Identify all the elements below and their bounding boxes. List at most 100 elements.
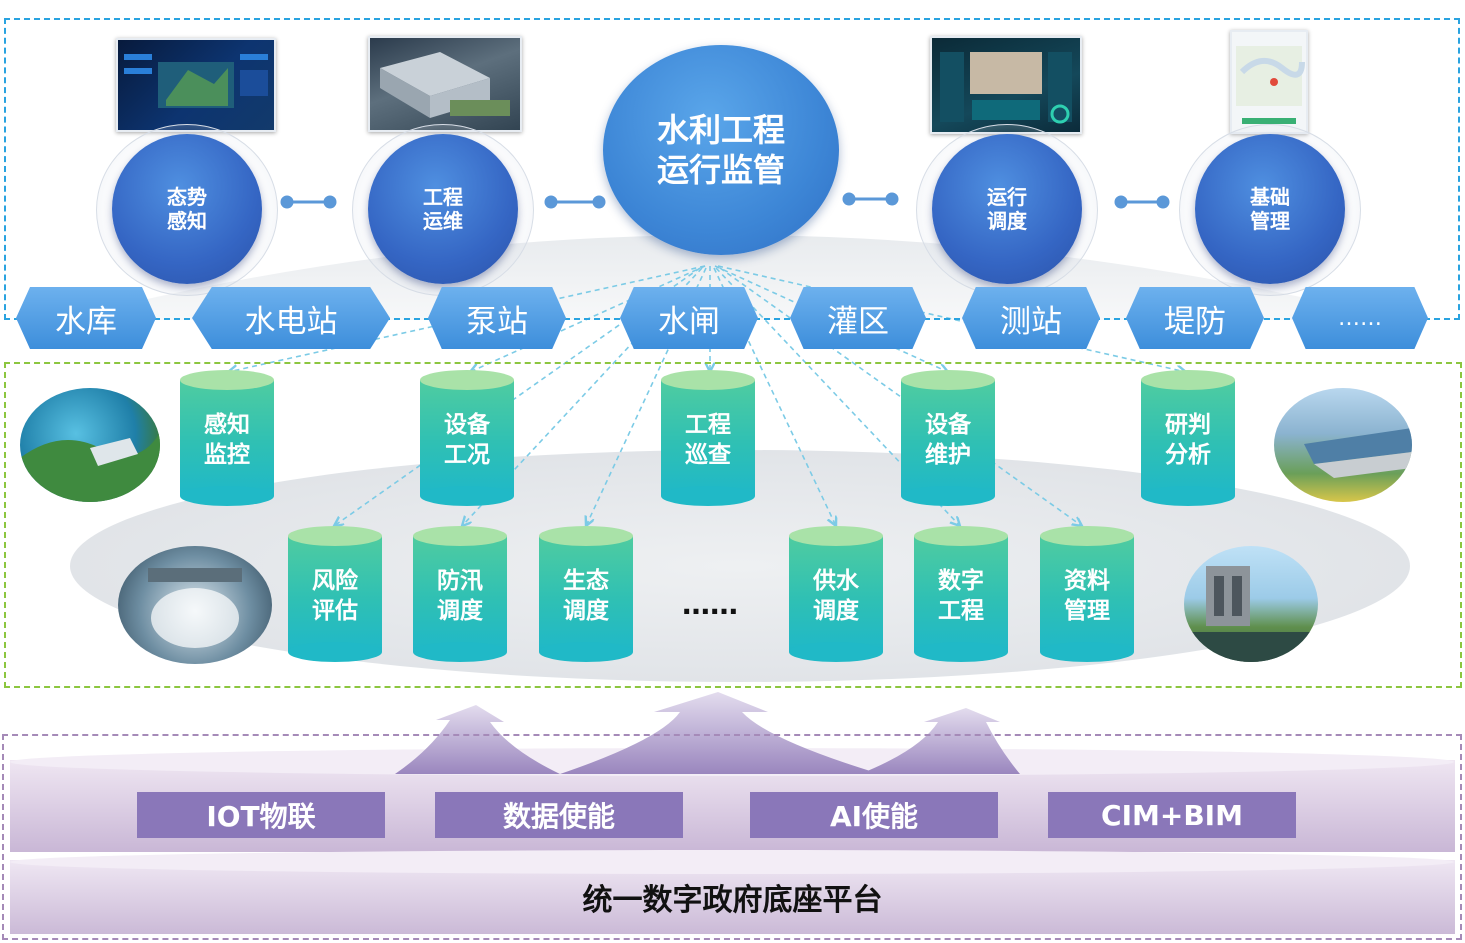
function-basic-management[interactable]: 基础 管理 bbox=[1179, 124, 1361, 296]
connectors bbox=[280, 192, 1170, 209]
object-more[interactable]: …… bbox=[1292, 287, 1428, 349]
cylinder-body bbox=[661, 380, 755, 496]
up-arrow-center bbox=[560, 692, 880, 774]
app-label-line2: 工程 bbox=[938, 598, 984, 624]
app-label-line2: 分析 bbox=[1165, 442, 1211, 468]
building-model-icon bbox=[380, 52, 510, 118]
cylinder-top bbox=[288, 526, 382, 546]
app-equipment-maintenance[interactable]: 设备维护 bbox=[901, 370, 995, 506]
cylinder-top bbox=[901, 370, 995, 390]
spillway-photo bbox=[118, 546, 272, 664]
app-label-line1: 供水 bbox=[813, 568, 859, 594]
dashboard-screen-icon bbox=[124, 54, 268, 108]
object-sluice[interactable]: 水闸 bbox=[620, 287, 758, 349]
capability-iot[interactable]: IOT物联 bbox=[137, 792, 385, 838]
app-label-line1: 设备 bbox=[444, 412, 490, 438]
reservoir-photo bbox=[20, 388, 160, 502]
app-label-line1: 资料 bbox=[1064, 568, 1110, 594]
platform-slab-top bbox=[10, 850, 1454, 874]
canal-photo bbox=[1274, 388, 1412, 502]
dispatch-screen-icon bbox=[940, 52, 1072, 124]
cylinder-body bbox=[914, 536, 1008, 652]
app-label-line2: 维护 bbox=[925, 442, 971, 468]
apps-more-ellipsis: …… bbox=[682, 588, 738, 621]
cylinder-bottom bbox=[914, 642, 1008, 662]
center-title-line2: 运行监管 bbox=[656, 151, 785, 189]
engineering-3d-thumbnail bbox=[368, 36, 522, 132]
app-label: 资料管理 bbox=[1040, 566, 1134, 626]
app-label: 生态调度 bbox=[539, 566, 633, 626]
cylinder-body bbox=[789, 536, 883, 652]
capability-ai-enablement[interactable]: AI使能 bbox=[750, 792, 998, 838]
function-label-line2: 管理 bbox=[1250, 209, 1290, 233]
dispatch-dashboard-thumbnail bbox=[930, 36, 1082, 134]
object-reservoir[interactable]: 水库 bbox=[16, 287, 156, 349]
app-document-management[interactable]: 资料管理 bbox=[1040, 526, 1134, 662]
cylinder-top bbox=[789, 526, 883, 546]
cylinder-bottom bbox=[901, 486, 995, 506]
app-risk-assessment[interactable]: 风险评估 bbox=[288, 526, 382, 662]
object-hydropower-station[interactable]: 水电站 bbox=[192, 287, 390, 349]
platform-title: 统一数字政府底座平台 bbox=[582, 883, 883, 918]
cylinder-bottom bbox=[180, 486, 274, 506]
function-situation-awareness[interactable]: 态势 感知 bbox=[96, 124, 278, 296]
cylinder-bottom bbox=[789, 642, 883, 662]
center-hub[interactable]: 水利工程 运行监管 bbox=[603, 45, 839, 255]
function-label-line1: 运行 bbox=[987, 185, 1027, 209]
app-label-line2: 监控 bbox=[204, 442, 250, 468]
capability-cim-bim[interactable]: CIM+BIM bbox=[1048, 792, 1296, 838]
app-flood-dispatch[interactable]: 防汛调度 bbox=[413, 526, 507, 662]
app-label-line1: 工程 bbox=[685, 412, 731, 438]
object-monitoring-station[interactable]: 测站 bbox=[962, 287, 1100, 349]
cylinder-bottom bbox=[539, 642, 633, 662]
cylinder-body bbox=[901, 380, 995, 496]
app-engineering-inspection[interactable]: 工程巡查 bbox=[661, 370, 755, 506]
cylinder-body bbox=[1141, 380, 1235, 496]
app-label-line2: 调度 bbox=[437, 598, 483, 624]
map-app-icon bbox=[1236, 46, 1305, 124]
app-label-line1: 生态 bbox=[563, 568, 609, 594]
app-label-line1: 防汛 bbox=[437, 568, 483, 594]
app-perception-monitoring[interactable]: 感知监控 bbox=[180, 370, 274, 506]
function-label-line2: 调度 bbox=[987, 209, 1027, 233]
app-label: 研判分析 bbox=[1141, 410, 1235, 470]
object-pump-station[interactable]: 泵站 bbox=[428, 287, 566, 349]
mobile-map-thumbnail bbox=[1230, 30, 1308, 134]
app-label-line2: 调度 bbox=[563, 598, 609, 624]
cylinder-bottom bbox=[413, 642, 507, 662]
app-label-line1: 数字 bbox=[938, 568, 984, 594]
app-label: 风险评估 bbox=[288, 566, 382, 626]
app-analysis-judgment[interactable]: 研判分析 bbox=[1141, 370, 1235, 506]
cylinder-top bbox=[1040, 526, 1134, 546]
function-engineering-maintenance[interactable]: 工程 运维 bbox=[352, 124, 534, 296]
app-label: 设备维护 bbox=[901, 410, 995, 470]
cylinder-top bbox=[914, 526, 1008, 546]
cylinder-body bbox=[1040, 536, 1134, 652]
function-operation-dispatch[interactable]: 运行 调度 bbox=[916, 124, 1098, 296]
cylinder-top bbox=[1141, 370, 1235, 390]
cylinder-body bbox=[413, 536, 507, 652]
object-levee[interactable]: 堤防 bbox=[1126, 287, 1264, 349]
app-label-line2: 评估 bbox=[312, 598, 358, 624]
app-label-line1: 风险 bbox=[312, 568, 358, 594]
function-label-line1: 工程 bbox=[423, 185, 463, 209]
capability-data-enablement[interactable]: 数据使能 bbox=[435, 792, 683, 838]
app-label-line2: 调度 bbox=[813, 598, 859, 624]
app-label-line2: 管理 bbox=[1064, 598, 1110, 624]
cylinder-bottom bbox=[1141, 486, 1235, 506]
app-label-line2: 巡查 bbox=[685, 442, 731, 468]
cylinder-top bbox=[180, 370, 274, 390]
app-equipment-condition[interactable]: 设备工况 bbox=[420, 370, 514, 506]
app-water-supply-dispatch[interactable]: 供水调度 bbox=[789, 526, 883, 662]
app-digital-engineering[interactable]: 数字工程 bbox=[914, 526, 1008, 662]
cylinder-body bbox=[288, 536, 382, 652]
function-disc: 基础 管理 bbox=[1195, 134, 1345, 284]
app-label-line2: 工况 bbox=[444, 442, 490, 468]
center-title-line1: 水利工程 bbox=[656, 111, 785, 149]
cylinder-body bbox=[180, 380, 274, 496]
cylinder-top bbox=[413, 526, 507, 546]
object-irrigation-district[interactable]: 灌区 bbox=[790, 287, 926, 349]
app-ecological-dispatch[interactable]: 生态调度 bbox=[539, 526, 633, 662]
app-label-line1: 研判 bbox=[1165, 412, 1211, 438]
cylinder-bottom bbox=[288, 642, 382, 662]
